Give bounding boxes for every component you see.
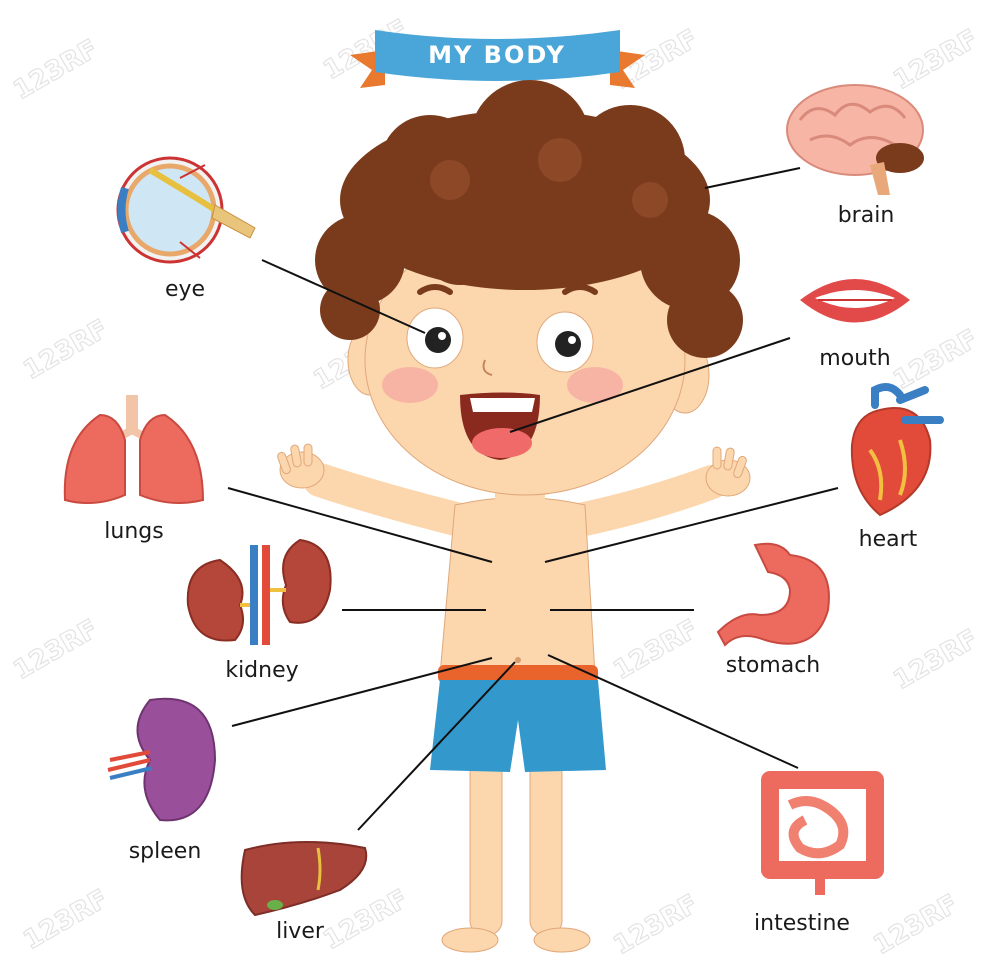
watermark: 123RF [9, 34, 104, 106]
watermark: 123RF [889, 324, 984, 396]
kidney-label: kidney [225, 658, 298, 683]
intestine-icon [770, 780, 875, 895]
heart-icon [852, 387, 940, 515]
lungs-label: lungs [104, 519, 163, 544]
brain-connector [705, 168, 800, 188]
watermark: 123RF [19, 884, 114, 956]
stomach-icon [718, 544, 829, 645]
liver-label: liver [276, 919, 325, 944]
mouth-icon [800, 279, 910, 323]
page-title: MY BODY [428, 41, 566, 69]
heart-label: heart [859, 527, 918, 552]
title-ribbon: MY BODY [350, 30, 645, 88]
eye-icon [118, 158, 255, 262]
stomach-label: stomach [726, 653, 821, 678]
spleen-label: spleen [129, 839, 202, 864]
mouth-label: mouth [819, 346, 890, 371]
spleen-icon [108, 699, 215, 821]
watermark: 123RF [319, 884, 414, 956]
watermark: 123RF [889, 624, 984, 696]
watermark: 123RF [9, 614, 104, 686]
watermark: 123RF [609, 889, 704, 961]
watermark: 123RF [609, 614, 704, 686]
eye-label: eye [165, 277, 205, 302]
lungs-icon [65, 395, 203, 503]
watermark: 123RF [889, 24, 984, 96]
kidney-icon [188, 540, 331, 645]
watermark: 123RF [869, 889, 964, 961]
boy-illustration [276, 80, 750, 952]
liver-icon [242, 842, 367, 915]
watermark: 123RF [19, 314, 114, 386]
intestine-label: intestine [754, 911, 850, 936]
brain-label: brain [838, 203, 895, 228]
brain-icon [787, 85, 924, 195]
